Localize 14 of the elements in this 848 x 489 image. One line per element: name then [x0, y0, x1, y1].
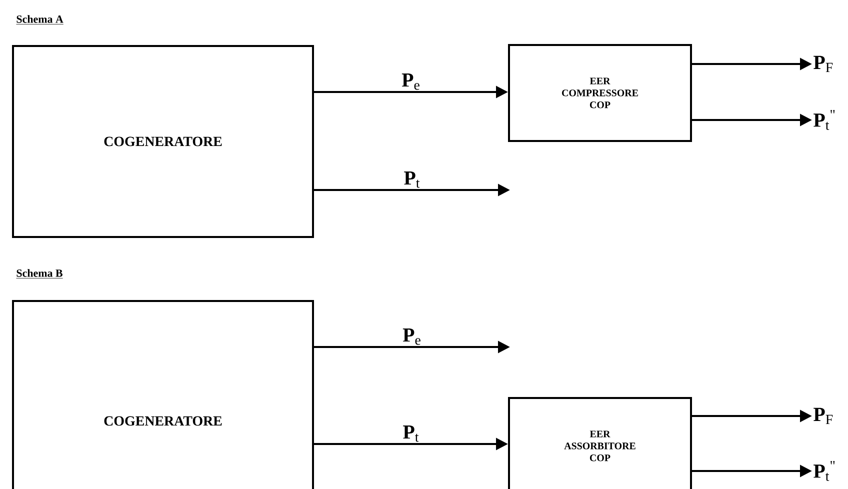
- edge-label: P$_{t}$: [403, 426, 419, 442]
- edge-label: P$_{t}$: [404, 172, 420, 188]
- section-heading: Schema B: [16, 269, 63, 278]
- process-box: EER COMPRESSORE COP: [508, 44, 692, 142]
- process-box: EER ASSORBITORE COP: [508, 396, 692, 489]
- output-label: P$_{F}$: [814, 56, 833, 72]
- output-label: P$_{t}$": [814, 110, 835, 130]
- output-label: P$_{t}$": [814, 461, 835, 481]
- edge-label: P$_{e}$: [402, 328, 420, 345]
- section-heading: Schema A: [16, 15, 64, 24]
- generator-box: COGENERATORE: [12, 44, 314, 238]
- generator-box: COGENERATORE: [12, 300, 314, 489]
- edge-label: P$_{e}$: [402, 74, 420, 90]
- output-label: P$_{F}$: [814, 408, 833, 424]
